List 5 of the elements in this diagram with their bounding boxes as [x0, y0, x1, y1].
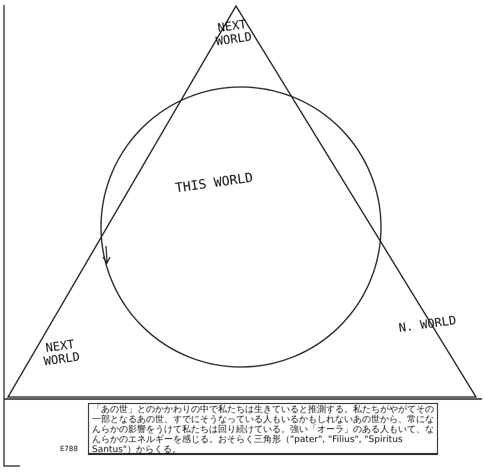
- region-label: THIS WORLD: [174, 170, 254, 196]
- region-label: NEXT WORLD: [214, 16, 254, 50]
- region-label: NEXT WORLD: [42, 336, 82, 370]
- paragraph: 「あの世」とのかかわりの中で私たちは生きていると推測する。私たちがやがてその一部となるあの世、すでにそうなっている人もいるかもしれないあの世から、常になんらかの影響をうけて私たちは回り続けている。強い「オーラ」のある人もいて、なんらかのエネルギーを感じる。おそらく三角形（"pater", "Filius", "Spiritus Santus"）からくる。: [92, 405, 434, 455]
- region-label: N. WORLD: [396, 314, 458, 336]
